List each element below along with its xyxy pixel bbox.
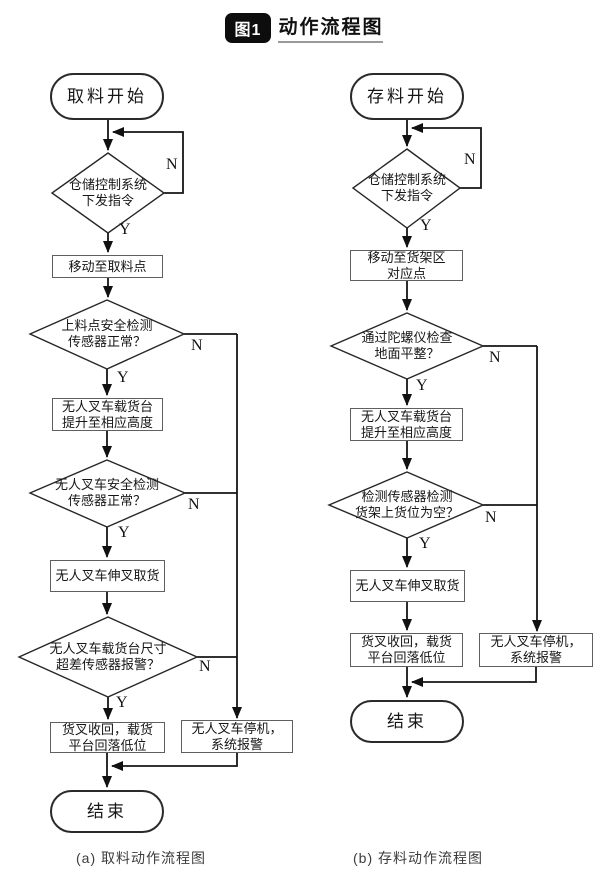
branch-label-no: N [166,156,178,173]
branch-label-yes: Y [419,535,431,552]
left-process-retract: 货叉收回，载货 平台回落低位 [50,722,165,753]
branch-label-yes: Y [420,217,432,234]
left-start-terminal: 取料开始 [50,73,164,120]
figure-title-text: 动作流程图 [278,12,384,43]
left-decision-size-alarm: 无人叉车载货台尺寸 超差传感器报警？ [49,641,167,672]
decision-diamond [28,459,187,528]
decision-diamond [329,312,485,380]
merge-arrow [111,753,238,771]
loop-n-arrow [411,123,482,189]
left-process-halt-alarm: 无人叉车停机， 系统报警 [181,720,293,753]
branch-label-no: N [191,337,203,354]
branch-label-yes: Y [117,369,129,386]
branch-label-no: N [489,349,501,366]
branch-label-yes: Y [119,221,131,238]
decision-shapes [17,148,485,698]
branch-label-no: N [188,496,200,513]
decision-diamond [327,471,485,539]
right-chart-connectors [402,120,542,698]
branch-label-no: N [485,509,497,526]
right-process-fork: 无人叉车伸叉取货 [350,570,465,602]
merge-arrow [411,667,537,687]
right-chart-caption: (b) 存料动作流程图 [353,850,483,866]
right-process-halt-alarm: 无人叉车停机， 系统报警 [479,633,593,667]
left-process-fork: 无人叉车伸叉取货 [50,560,165,592]
right-decision-command: 仓储控制系统 下发指令 [367,172,447,203]
decision-diamond [28,299,186,370]
right-process-move: 移动至货架区 对应点 [350,250,463,281]
right-start-terminal: 存料开始 [350,73,464,120]
branch-label-yes: Y [416,377,428,394]
figure-number-badge: 图1 [224,12,272,43]
right-decision-slot-empty: 检测传感器检测 货架上货位为空？ [354,489,460,520]
right-decision-gyro: 通过陀螺仪检查 地面平整？ [361,330,453,361]
left-process-move: 移动至取料点 [52,255,163,278]
left-decision-loading-sensor: 上料点安全检测 传感器正常？ [61,318,153,349]
branch-label-no: N [464,151,476,168]
left-decision-safety-sensor: 无人叉车安全检测 传感器正常？ [54,477,160,508]
left-decision-command: 仓储控制系统 下发指令 [68,177,148,208]
right-process-lift: 无人叉车载货台 提升至相应高度 [350,408,463,441]
branch-label-yes: Y [116,694,128,711]
left-chart-caption: (a) 取料动作流程图 [76,850,206,866]
branch-label-no: N [199,658,211,675]
left-chart-connectors [102,120,242,788]
loop-n-arrow [112,127,184,194]
decision-diamond [351,148,462,229]
right-end-terminal: 结束 [350,700,464,743]
right-process-retract: 货叉收回，载货 平台回落低位 [350,633,463,667]
left-end-terminal: 结束 [50,790,164,833]
decision-diamond [17,616,199,698]
figure-title: 图1 动作流程图 [0,12,608,43]
left-process-lift: 无人叉车载货台 提升至相应高度 [52,398,163,431]
decision-diamond [50,152,166,234]
branch-label-yes: Y [118,524,130,541]
